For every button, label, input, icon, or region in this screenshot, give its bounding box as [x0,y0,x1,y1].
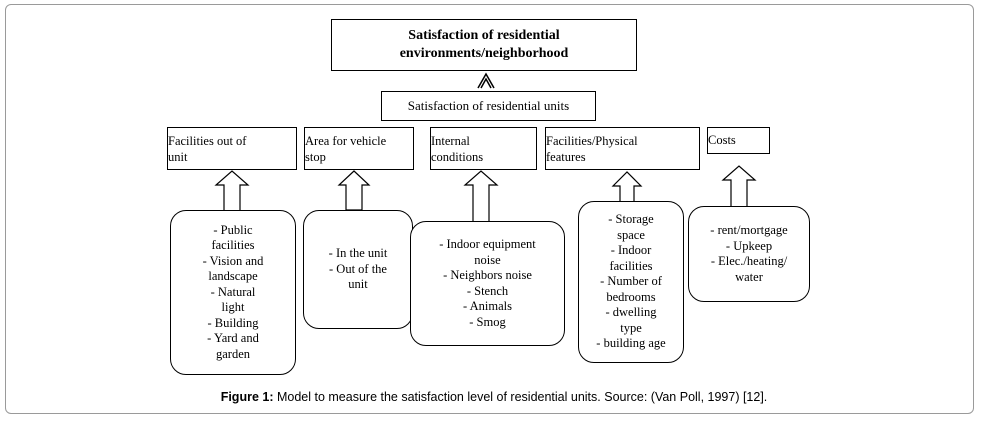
list-item: - Yard and [207,331,259,346]
list-item: - Indoor [610,243,652,258]
list-item: - Vision and [202,253,264,268]
list-item: type [620,320,642,335]
up-arrow-icon-2 [337,170,371,211]
list-item: - Neighbors noise [443,268,532,282]
list-item: - dwelling [605,305,657,320]
list-item: unit [348,277,368,292]
items-box-internal-conditions: - Indoor equipment noise - Neighbors noi… [410,221,565,346]
list-item: - Storage [608,212,654,227]
list-item: - Upkeep [725,238,773,253]
category-label-line: features [546,150,586,164]
list-item: - Natural [210,284,256,299]
caption-label: Figure 1: [220,390,274,404]
list-item: - Out of the [329,261,387,276]
list-item: - Animals [463,299,512,313]
list-item: - Public [213,222,253,237]
list-item: facilities [609,258,653,273]
category-label-line: Facilities out of [168,134,247,148]
list-item: space [617,227,645,242]
list-item: light [221,300,245,315]
category-label-line: unit [168,150,188,164]
list-item: - In the unit [328,246,388,261]
list-item: - building age [596,336,666,351]
caption-text: Model to measure the satisfaction level … [273,390,768,404]
list-item: - Elec./heating/ [710,254,788,268]
category-label-line: Area for vehicle [305,134,387,148]
list-item: - Smog [469,314,506,329]
category-label-line: Internal [431,134,470,148]
category-label-line: stop [305,150,326,164]
list-item: noise [474,252,501,267]
figure-caption: Figure 1: Model to measure the satisfact… [0,390,988,404]
list-item: landscape [208,269,258,284]
up-arrow-icon-4 [611,171,643,203]
category-box-facilities-out-of-unit: Facilities out of unit [167,127,297,170]
list-item: - Indoor equipment [439,237,536,251]
items-box-costs: - rent/mortgage - Upkeep - Elec./heating… [688,206,810,302]
category-box-internal-conditions: Internal conditions [430,127,537,170]
subtitle-box: Satisfaction of residential units [381,91,596,121]
list-item: bedrooms [606,289,656,304]
category-label-line: Costs [708,133,736,147]
category-box-facilities-physical-features: Facilities/Physical features [545,127,700,170]
list-item: - rent/mortgage [710,223,788,237]
up-arrow-icon-5 [721,165,757,208]
list-item: - Stench [466,283,509,298]
category-label-line: Facilities/Physical [546,134,638,148]
diagram-title-box: Satisfaction of residential environments… [331,19,637,71]
subtitle-label: Satisfaction of residential units [407,98,570,113]
up-arrow-icon-1 [214,170,250,212]
category-box-costs: Costs [707,127,770,154]
category-box-area-for-vehicle-stop: Area for vehicle stop [304,127,414,170]
items-box-area-for-vehicle-stop: - In the unit - Out of the unit [303,210,413,329]
list-item: water [735,269,763,284]
items-box-facilities-physical-features: - Storage space - Indoor facilities - Nu… [578,201,684,363]
up-arrow-icon-3 [463,170,499,223]
list-item: garden [215,346,250,361]
list-item: - Number of [600,274,662,289]
list-item: - Building [207,315,259,330]
items-box-facilities-out-of-unit: - Public facilities - Vision and landsca… [170,210,296,375]
title-line-1: Satisfaction of residential [408,28,560,43]
title-line-2: environments/neighborhood [399,46,569,61]
up-chevron-icon [477,72,495,89]
list-item: facilities [211,238,255,253]
category-label-line: conditions [431,150,484,164]
